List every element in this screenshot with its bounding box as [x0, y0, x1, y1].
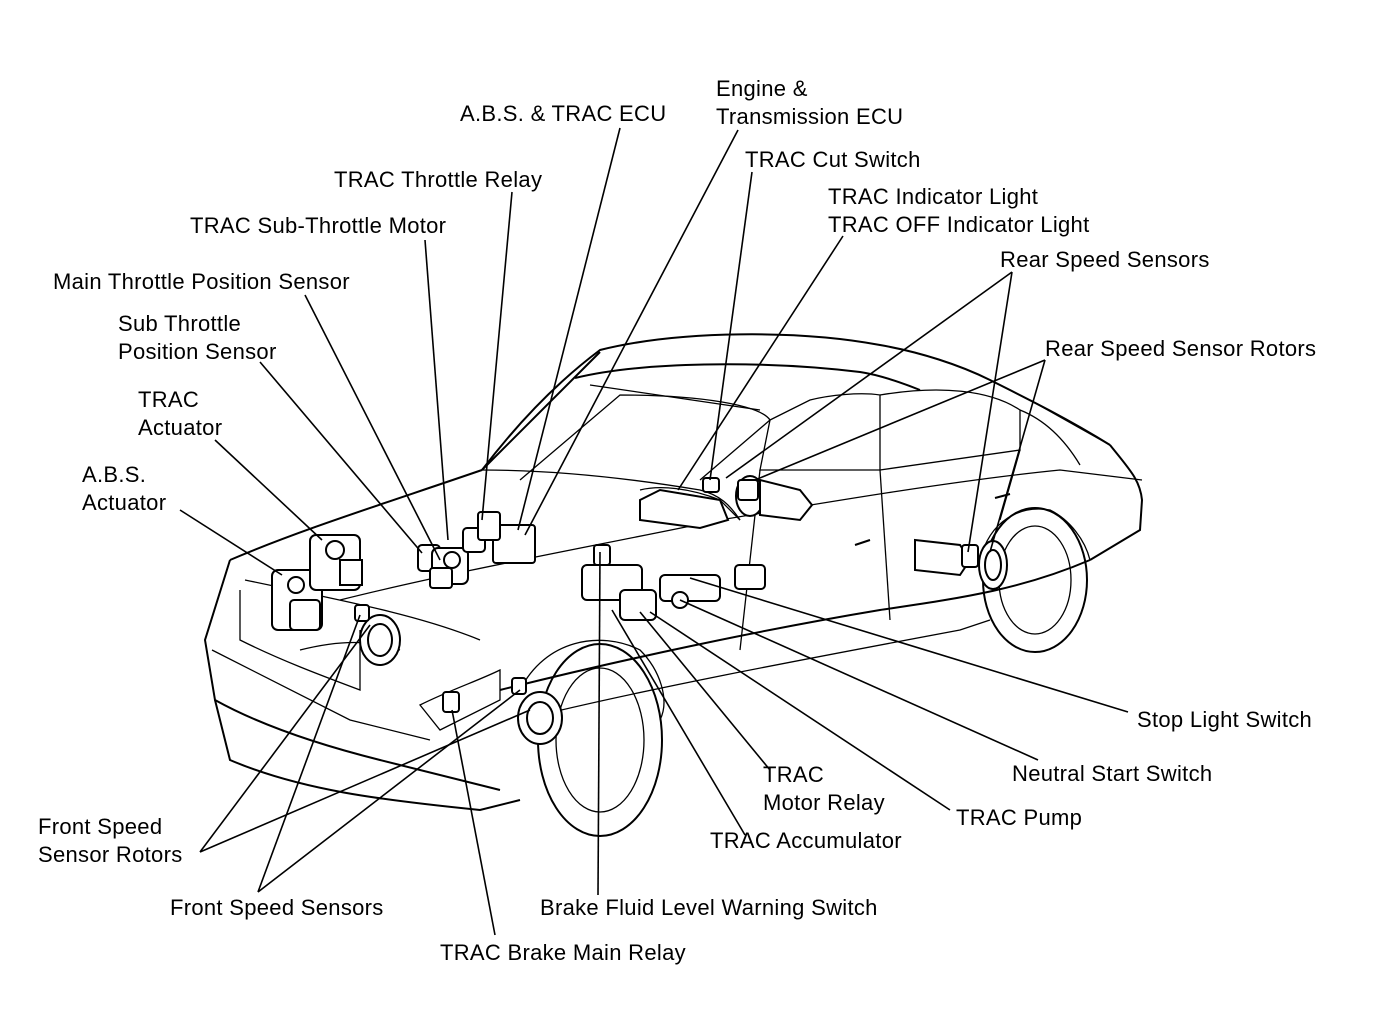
label-trac-motor-relay: TRAC Motor Relay — [763, 761, 885, 817]
label-trac-accumulator: TRAC Accumulator — [710, 828, 902, 853]
front-rotor-left — [354, 604, 401, 666]
label-main-throttle-position-sensor: Main Throttle Position Sensor — [53, 269, 350, 294]
trac-brake-main-relay-part — [442, 691, 460, 713]
label-trac-indicator-light: TRAC Indicator Light TRAC OFF Indicator … — [828, 183, 1090, 239]
label-trac-indicator-light-line1: TRAC Indicator Light — [828, 184, 1039, 209]
trac-actuator-part — [309, 534, 363, 591]
label-abs-actuator-line1: A.B.S. — [82, 462, 147, 487]
label-trac-indicator-light-line2: TRAC OFF Indicator Light — [828, 212, 1090, 237]
label-front-speed-sensor-rotors: Front Speed Sensor Rotors — [38, 813, 183, 869]
front-rotor-right — [511, 677, 563, 745]
label-sub-throttle-position-sensor-line1: Sub Throttle — [118, 311, 242, 336]
label-trac-sub-throttle-motor: TRAC Sub-Throttle Motor — [190, 213, 447, 238]
label-engine-transmission-ecu-line2: Transmission ECU — [716, 104, 904, 129]
label-trac-throttle-relay: TRAC Throttle Relay — [334, 167, 543, 192]
components — [271, 475, 1008, 745]
label-trac-motor-relay-line1: TRAC — [763, 762, 825, 787]
label-front-speed-sensors: Front Speed Sensors — [170, 895, 384, 920]
label-trac-actuator-line2: Actuator — [138, 415, 223, 440]
label-trac-brake-main-relay: TRAC Brake Main Relay — [440, 940, 686, 965]
leader-lines — [179, 127, 1129, 936]
label-sub-throttle-position-sensor: Sub Throttle Position Sensor — [118, 310, 277, 366]
throttle-assembly-part — [417, 527, 486, 589]
label-sub-throttle-position-sensor-line2: Position Sensor — [118, 339, 277, 364]
label-neutral-start-switch: Neutral Start Switch — [1012, 761, 1213, 786]
trac-throttle-relay-part — [477, 511, 501, 541]
label-rear-speed-sensors: Rear Speed Sensors — [1000, 247, 1210, 272]
label-brake-fluid-level-warning-switch: Brake Fluid Level Warning Switch — [540, 895, 878, 920]
label-front-speed-sensor-rotors-line2: Sensor Rotors — [38, 842, 183, 867]
label-trac-actuator-line1: TRAC — [138, 387, 200, 412]
label-abs-actuator: A.B.S. Actuator — [82, 461, 166, 517]
indicator-cluster-part — [639, 488, 730, 530]
rear-drive-left — [735, 475, 814, 522]
label-trac-pump: TRAC Pump — [956, 805, 1083, 830]
label-abs-actuator-line2: Actuator — [82, 490, 167, 515]
label-engine-transmission-ecu: Engine & Transmission ECU — [716, 75, 903, 131]
label-stop-light-switch: Stop Light Switch — [1137, 707, 1313, 732]
label-front-speed-sensor-rotors-line1: Front Speed — [38, 814, 163, 839]
label-trac-motor-relay-line2: Motor Relay — [763, 790, 885, 815]
label-engine-transmission-ecu-line1: Engine & — [716, 76, 808, 101]
label-rear-speed-sensor-rotors: Rear Speed Sensor Rotors — [1045, 336, 1317, 361]
label-abs-trac-ecu: A.B.S. & TRAC ECU — [460, 101, 667, 126]
label-trac-cut-switch: TRAC Cut Switch — [745, 147, 921, 172]
brake-master-part — [581, 544, 766, 621]
rear-drive-right — [914, 538, 1008, 590]
trac-cut-switch-part — [702, 477, 720, 493]
label-trac-actuator: TRAC Actuator — [138, 386, 222, 442]
